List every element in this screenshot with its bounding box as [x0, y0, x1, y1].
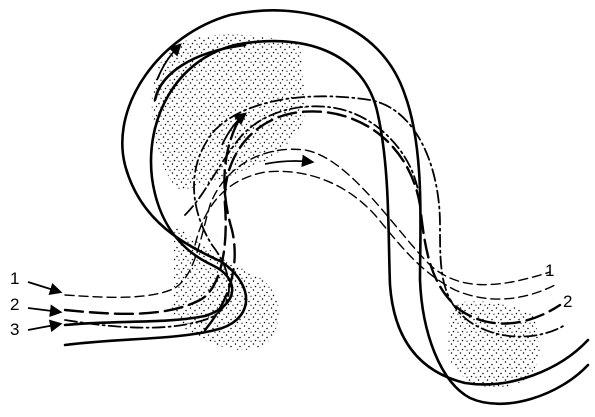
flow-path-1	[65, 149, 550, 297]
flow-path-2	[65, 111, 560, 323]
left-label-1: 1	[10, 269, 19, 288]
left-labels: 1 2 3	[10, 269, 19, 339]
arrow-label-2	[28, 308, 60, 312]
right-labels: 1 2	[545, 261, 572, 311]
left-label-2: 2	[10, 295, 19, 314]
left-label-3: 3	[10, 320, 19, 339]
arrow-middle-center	[265, 161, 312, 164]
sediment-zone-upper	[152, 34, 306, 190]
right-label-2: 2	[563, 292, 572, 311]
sediment-zone-lower	[448, 301, 540, 388]
flow-paths	[65, 96, 565, 336]
arrow-label-3	[28, 324, 60, 330]
arrow-label-1	[28, 282, 60, 292]
right-label-1: 1	[545, 261, 554, 280]
flow-path-3	[65, 96, 565, 336]
